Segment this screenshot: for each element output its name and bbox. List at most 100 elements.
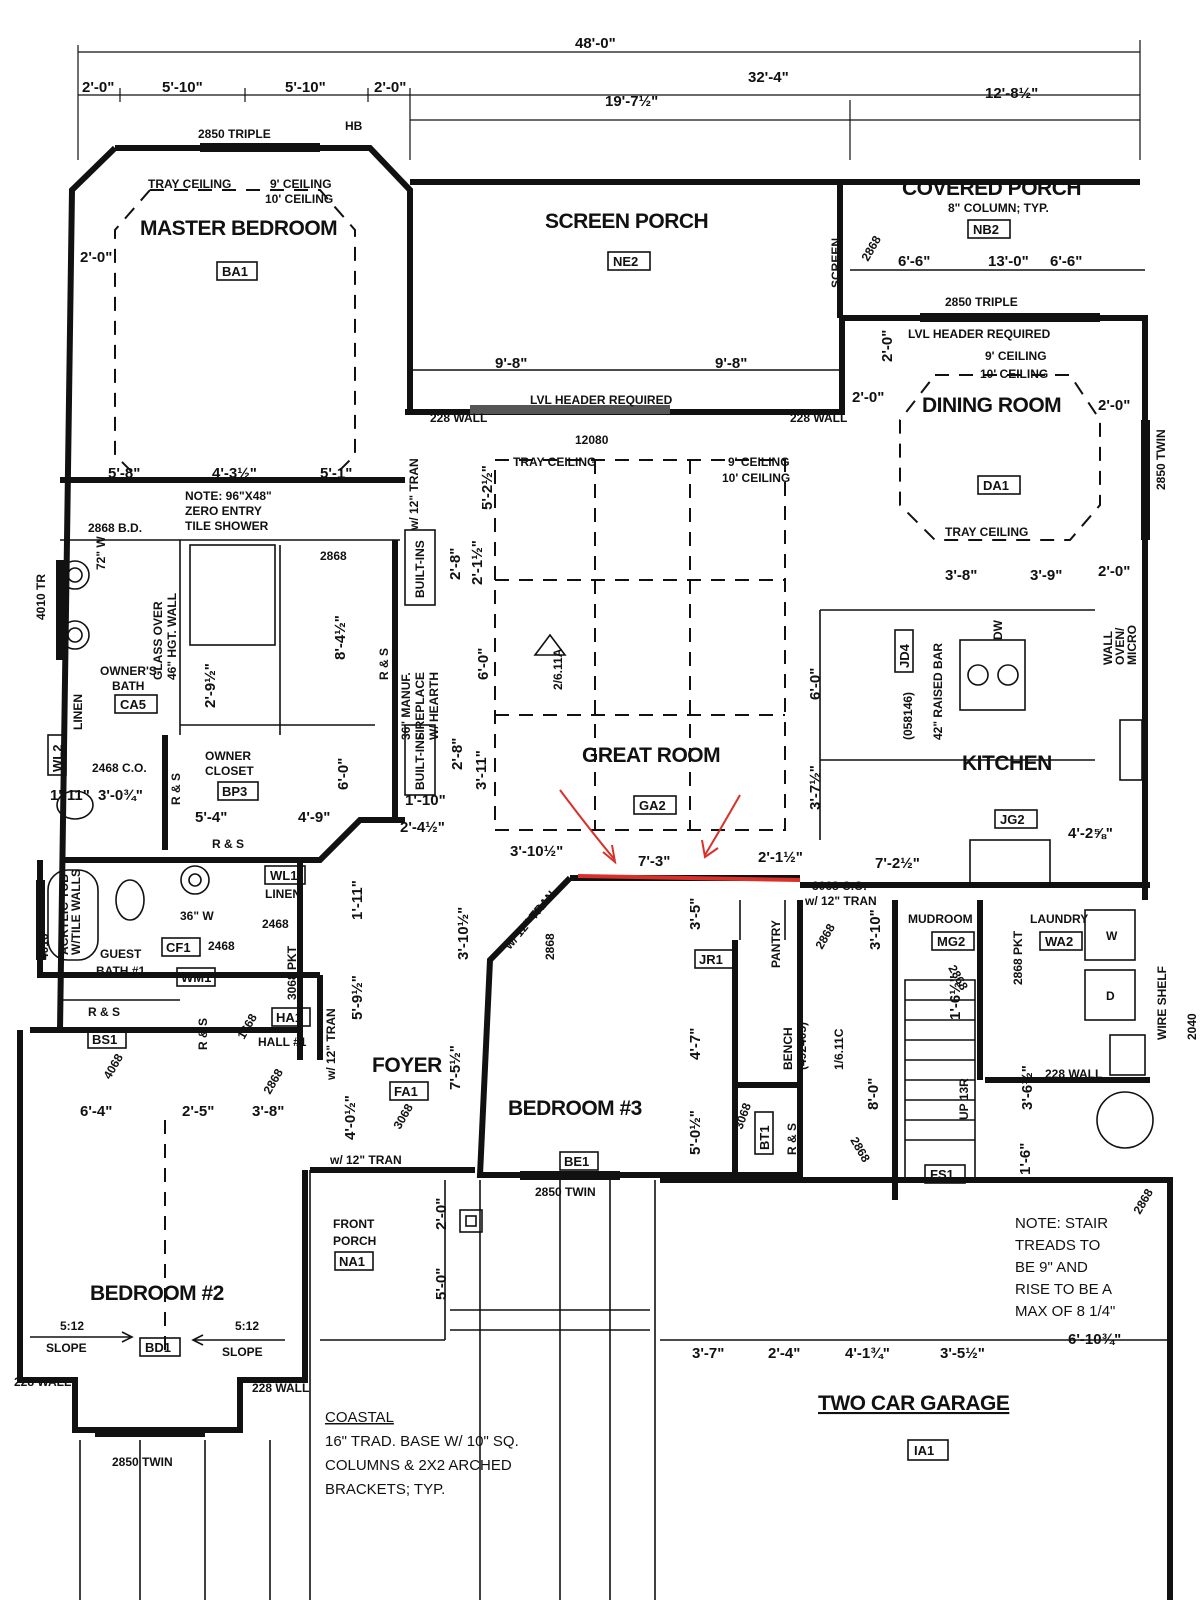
- dim-foy-e: 5'-0": [433, 1268, 450, 1300]
- dim-oc-b: 4'-9": [298, 809, 330, 826]
- label-builtins-1: BUILT-INS: [413, 540, 427, 598]
- dim-gr-d: 6'-0": [475, 648, 492, 680]
- tag-wm1: WM1: [181, 970, 211, 985]
- dim-k-c: 2'-0": [1098, 563, 1130, 580]
- label-twin-right: 2850 TWIN: [1154, 429, 1168, 490]
- label-door-gar: 2868: [1130, 1186, 1156, 1216]
- label-win12080: 12080: [575, 433, 609, 447]
- label-door-stair: 2868: [847, 1135, 873, 1165]
- label-linen-ob: LINEN: [71, 694, 85, 730]
- tag-be1: BE1: [564, 1154, 589, 1169]
- label-stair-code: 1/6.11C: [832, 1028, 846, 1070]
- dim-gr-f: 3'-11": [473, 750, 490, 790]
- dim-mud-a: 3'-10": [867, 909, 884, 950]
- dim-k-f: 7'-2½": [875, 855, 920, 872]
- dim-gr-g: 3'-10½": [510, 843, 563, 860]
- tag-bs1: BS1: [92, 1032, 117, 1047]
- tag-ba1: BA1: [222, 264, 248, 279]
- room-owner-closet-1: OWNER: [205, 749, 251, 763]
- label-d2468-a: 2468: [262, 917, 289, 931]
- tag-ca5: CA5: [120, 697, 146, 712]
- dim-g-a: 3'-7": [692, 1345, 724, 1362]
- dim-d6: 19'-7½": [605, 93, 658, 110]
- dim-porch-c: 6'-6": [1050, 253, 1082, 270]
- tag-ne2: NE2: [613, 254, 638, 269]
- label-wall228-a: 228 WALL: [430, 411, 487, 425]
- dim-hall-a: 1'-11": [349, 880, 366, 920]
- label-tray-ceiling: TRAY CEILING: [148, 177, 231, 191]
- label-pkt3068: 3068 PKT: [285, 945, 299, 1000]
- tag-ha1: HA1: [276, 1010, 302, 1025]
- tag-nb2: NB2: [973, 222, 999, 237]
- dim-b2-c: 3'-8": [252, 1103, 284, 1120]
- label-fireplace-3: W/ HEARTH: [427, 672, 441, 740]
- label-builtins-2: BUILT-INS: [413, 732, 427, 790]
- label-fan: 2/6.11A: [551, 648, 565, 690]
- label-rs-b3: R & S: [785, 1123, 799, 1155]
- coastal-line-2: COLUMNS & 2X2 ARCHED: [325, 1457, 512, 1474]
- dim-k-d: 6'-0": [807, 668, 824, 700]
- windows: [36, 143, 1150, 1437]
- label-twin-b3: 2850 TWIN: [535, 1185, 596, 1199]
- label-ceil9-gr: 9' CEILING: [728, 455, 790, 469]
- room-garage: TWO CAR GARAGE: [818, 1392, 1010, 1415]
- label-tran-gr: w/ 12" TRAN: [407, 458, 421, 531]
- label-door-pantry: 2868: [812, 921, 838, 951]
- dim-mud-c: 1'-6½": [947, 975, 964, 1020]
- dim-b3-a: 3'-10½": [455, 907, 472, 960]
- dim-oc-a: 5'-4": [195, 809, 227, 826]
- dim-dr-l: 2'-0": [852, 389, 884, 406]
- label-d2468-b: 2468: [208, 939, 235, 953]
- tag-ga2: GA2: [639, 798, 666, 813]
- room-covered-porch: COVERED PORCH: [902, 177, 1081, 200]
- top-dimensions: [77, 40, 1141, 160]
- dim-k-b: 3'-9": [1030, 567, 1062, 584]
- room-owners-bath-1: OWNER'S: [100, 664, 157, 678]
- note-shower-1: NOTE: 96"X48": [185, 489, 272, 503]
- tag-ia1: IA1: [914, 1443, 934, 1458]
- label-lvl-1: LVL HEADER REQUIRED: [530, 393, 673, 407]
- coastal-title: COASTAL: [325, 1409, 394, 1426]
- room-guest-bath-2: BATH #1: [96, 964, 145, 978]
- label-d3068-foy: 3068: [390, 1101, 416, 1131]
- dim-dr-r: 2'-0": [1098, 397, 1130, 414]
- tag-bp3: BP3: [222, 784, 247, 799]
- label-rs-oc: R & S: [169, 773, 183, 805]
- dim-b2-b: 2'-5": [182, 1103, 214, 1120]
- tag-fa1: FA1: [394, 1084, 418, 1099]
- label-ceil10: 10' CEILING: [265, 192, 333, 206]
- label-glass-2: 46" HGT. WALL: [165, 593, 179, 680]
- dim-mb-b: 4'-3½": [212, 465, 257, 482]
- label-up13r: UP 13R: [957, 1078, 971, 1120]
- label-raised-bar: 42" RAISED BAR: [931, 643, 945, 740]
- room-laundry: LAUNDRY: [1030, 912, 1088, 926]
- label-slope-r: 5:12: [235, 1319, 259, 1333]
- dim-gr-b: 2'-8": [447, 548, 464, 580]
- dim-gr-k: 1'-10": [405, 792, 446, 809]
- label-slope-word-l: SLOPE: [46, 1341, 87, 1355]
- label-w4010: 4010: [37, 933, 51, 960]
- room-front-porch-1: FRONT: [333, 1217, 375, 1231]
- dim-d4: 2'-0": [374, 79, 406, 96]
- label-glass-1: GLASS OVER: [151, 601, 165, 680]
- tag-wl1: WL1: [270, 868, 297, 883]
- tag-bt1: BT1: [757, 1125, 772, 1150]
- label-rs-hall: R & S: [196, 1018, 210, 1050]
- label-w: W: [1106, 929, 1118, 943]
- dim-overall: 48'-0": [575, 35, 616, 52]
- label-screen: SCREEN: [829, 238, 843, 288]
- label-d: D: [1106, 989, 1115, 1003]
- dim-d3: 5'-10": [285, 79, 326, 96]
- tag-na1: NA1: [339, 1254, 365, 1269]
- room-master-bedroom: MASTER BEDROOM: [140, 217, 337, 240]
- label-bench-2: (492405): [795, 1022, 809, 1070]
- dim-gr-c: 2'-1½": [469, 540, 486, 585]
- room-mudroom: MUDROOM: [908, 912, 973, 926]
- dim-ob-a: 1'-11": [50, 787, 90, 804]
- dim-gr-i: 2'-1½": [758, 849, 803, 866]
- room-dining-room: DINING ROOM: [922, 394, 1061, 417]
- label-ceil9-dr: 9' CEILING: [985, 349, 1047, 363]
- stair-note-1: NOTE: STAIR: [1015, 1215, 1108, 1232]
- label-lvl-2: LVL HEADER REQUIRED: [908, 327, 1051, 341]
- room-great-room: GREAT ROOM: [582, 744, 720, 767]
